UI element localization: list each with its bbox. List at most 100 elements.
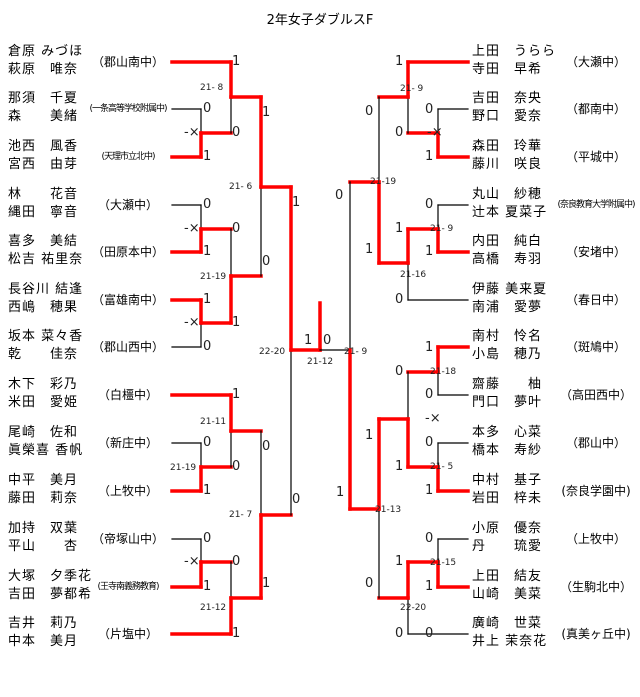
school-name: （生駒北中） — [559, 580, 632, 594]
player-name: 丹 琉愛 — [472, 539, 543, 554]
match-result-label: 0 — [335, 188, 344, 203]
team-entry: 木下 彩乃米田 愛姫（白橿中） — [0, 375, 640, 415]
game-score-label: 21- 9 — [344, 347, 368, 357]
team-entry: 中村 基子岩田 梓未(奈良学園中) — [0, 471, 640, 511]
player-name: 坂本 菜々香 — [8, 329, 84, 344]
school-name: （郡山西中） — [91, 340, 164, 354]
player-name: 眞榮喜 香帆 — [8, 443, 84, 458]
player-name: 辻本 夏菜子 — [472, 205, 548, 220]
match-result-label: 1 — [203, 244, 212, 259]
school-name: （上牧中） — [565, 532, 626, 546]
team-entry: 池西 風香宮西 由芽(天理市立北中) — [0, 137, 640, 177]
match-result-label: 0 — [425, 197, 434, 212]
player-name: 上田 結友 — [472, 569, 543, 584]
match-result-label: 0 — [395, 125, 404, 140]
match-result-label: 1 — [425, 244, 434, 259]
forfeit-label: -× — [184, 315, 200, 330]
school-name: (一条高等学校附属中) — [89, 104, 167, 114]
match-result-label: 0 — [395, 364, 404, 379]
school-name: （春日中） — [565, 293, 626, 307]
game-score-label: 21- 7 — [229, 510, 253, 520]
player-name: 高橋 寿羽 — [472, 252, 543, 267]
school-name: (奈良学園中) — [561, 484, 631, 498]
player-name: 森田 玲華 — [472, 139, 543, 154]
team-entry: 森田 玲華藤川 咲良（平城中） — [0, 137, 640, 177]
match-result-label: 0 — [425, 626, 434, 641]
match-result-label: 1 — [395, 459, 404, 474]
game-score-label: 21- 9 — [400, 84, 424, 94]
team-entry: 吉井 莉乃中本 美月（片塩中） — [0, 614, 640, 654]
match-result-label: 0 — [232, 221, 241, 236]
player-name: 中平 美月 — [8, 473, 79, 488]
player-name: 南浦 愛夢 — [472, 300, 543, 315]
school-name: (天理市立北中) — [101, 152, 155, 162]
player-name: 宮西 由芽 — [8, 157, 79, 172]
match-result-label: 1 — [395, 554, 404, 569]
match-result-label: 0 — [203, 531, 212, 546]
player-name: 中村 基子 — [472, 473, 543, 488]
match-result-label: 1 — [232, 315, 241, 330]
player-name: 加持 双葉 — [8, 521, 79, 536]
player-name: 平山 杏 — [8, 539, 79, 554]
player-name: 寺田 早希 — [472, 62, 543, 77]
player-name: 吉田 奈央 — [472, 91, 543, 106]
match-result-label: 1 — [232, 626, 241, 641]
match-result-label: 1 — [232, 54, 241, 69]
game-score-label: 21- 9 — [430, 224, 454, 234]
match-result-label: 0 — [232, 554, 241, 569]
player-name: 縄田 寧音 — [8, 205, 79, 220]
player-name: 長谷川 結逢 — [8, 282, 84, 297]
player-name: 丸山 紗穂 — [472, 187, 543, 202]
team-entry: 丸山 紗穂辻本 夏菜子 (奈良教育大学附属中) — [0, 185, 640, 225]
game-score-label: 22-20 — [259, 347, 286, 357]
school-name: （安堵中） — [565, 245, 626, 259]
player-name: 米田 愛姫 — [8, 395, 79, 410]
player-name: 伊藤 美来夏 — [472, 282, 548, 297]
school-name: （都南中） — [565, 102, 626, 116]
player-name: 小島 穂乃 — [472, 347, 543, 362]
match-result-label: 1 — [336, 485, 345, 500]
player-name: 吉田 夢都希 — [8, 587, 93, 602]
forfeit-label: -× — [184, 221, 200, 236]
game-score-label: 21-13 — [375, 505, 402, 515]
match-result-label: 1 — [425, 579, 434, 594]
team-entry: 長谷川 結逢西嶋 穂果（富雄南中） — [0, 280, 640, 320]
player-name: 南村 怜名 — [472, 329, 543, 344]
player-name: 野口 愛奈 — [472, 109, 543, 124]
match-result-label: 0 — [203, 197, 212, 212]
player-name: 木下 彩乃 — [8, 377, 79, 392]
match-result-label: 1 — [203, 292, 212, 307]
match-result-label: 1 — [262, 105, 271, 120]
forfeit-label: -× — [184, 554, 200, 569]
game-score-label: 21- 5 — [430, 462, 454, 472]
match-result-label: 1 — [232, 387, 241, 402]
match-result-label: 1 — [262, 576, 271, 591]
game-score-label: 21-11 — [200, 417, 227, 427]
match-result-label: 1 — [425, 340, 434, 355]
game-score-label: 21-16 — [400, 270, 427, 280]
team-entry: 小原 優奈丹 琉愛（上牧中） — [0, 519, 640, 559]
player-name: 藤川 咲良 — [472, 157, 543, 172]
player-name: 廣崎 世菜 — [472, 616, 543, 631]
forfeit-label: -× — [425, 411, 441, 426]
player-name: 井上 茉奈花 — [472, 634, 548, 649]
team-entry: 本多 心菜橋本 寿紗（郡山中） — [0, 423, 640, 463]
team-entry: 喜多 美結松吉 祐里奈（田原本中） — [0, 232, 640, 272]
school-name: （斑鳩中） — [565, 340, 626, 354]
school-name: （大瀬中） — [565, 55, 626, 69]
team-entry: 内田 純白高橋 寿羽（安堵中） — [0, 232, 640, 272]
school-name: (奈良教育大学附属中) — [557, 200, 635, 210]
match-result-label: 0 — [425, 531, 434, 546]
team-entry: 上田 結友山崎 美菜（生駒北中） — [0, 567, 640, 607]
player-name: 松吉 祐里奈 — [8, 252, 84, 267]
school-name: (真美ヶ丘中) — [561, 627, 631, 641]
player-name: 倉原 みづほ — [8, 44, 84, 59]
team-entry: 大塚 夕季花吉田 夢都希(王寺南義務教育) — [0, 567, 640, 607]
match-result-label: 1 — [365, 428, 374, 443]
player-name: 本多 心菜 — [472, 425, 543, 440]
match-result-label: 0 — [425, 102, 434, 117]
match-result-label: 1 — [203, 149, 212, 164]
match-result-label: 0 — [365, 576, 374, 591]
player-name: 橋本 寿紗 — [472, 443, 543, 458]
